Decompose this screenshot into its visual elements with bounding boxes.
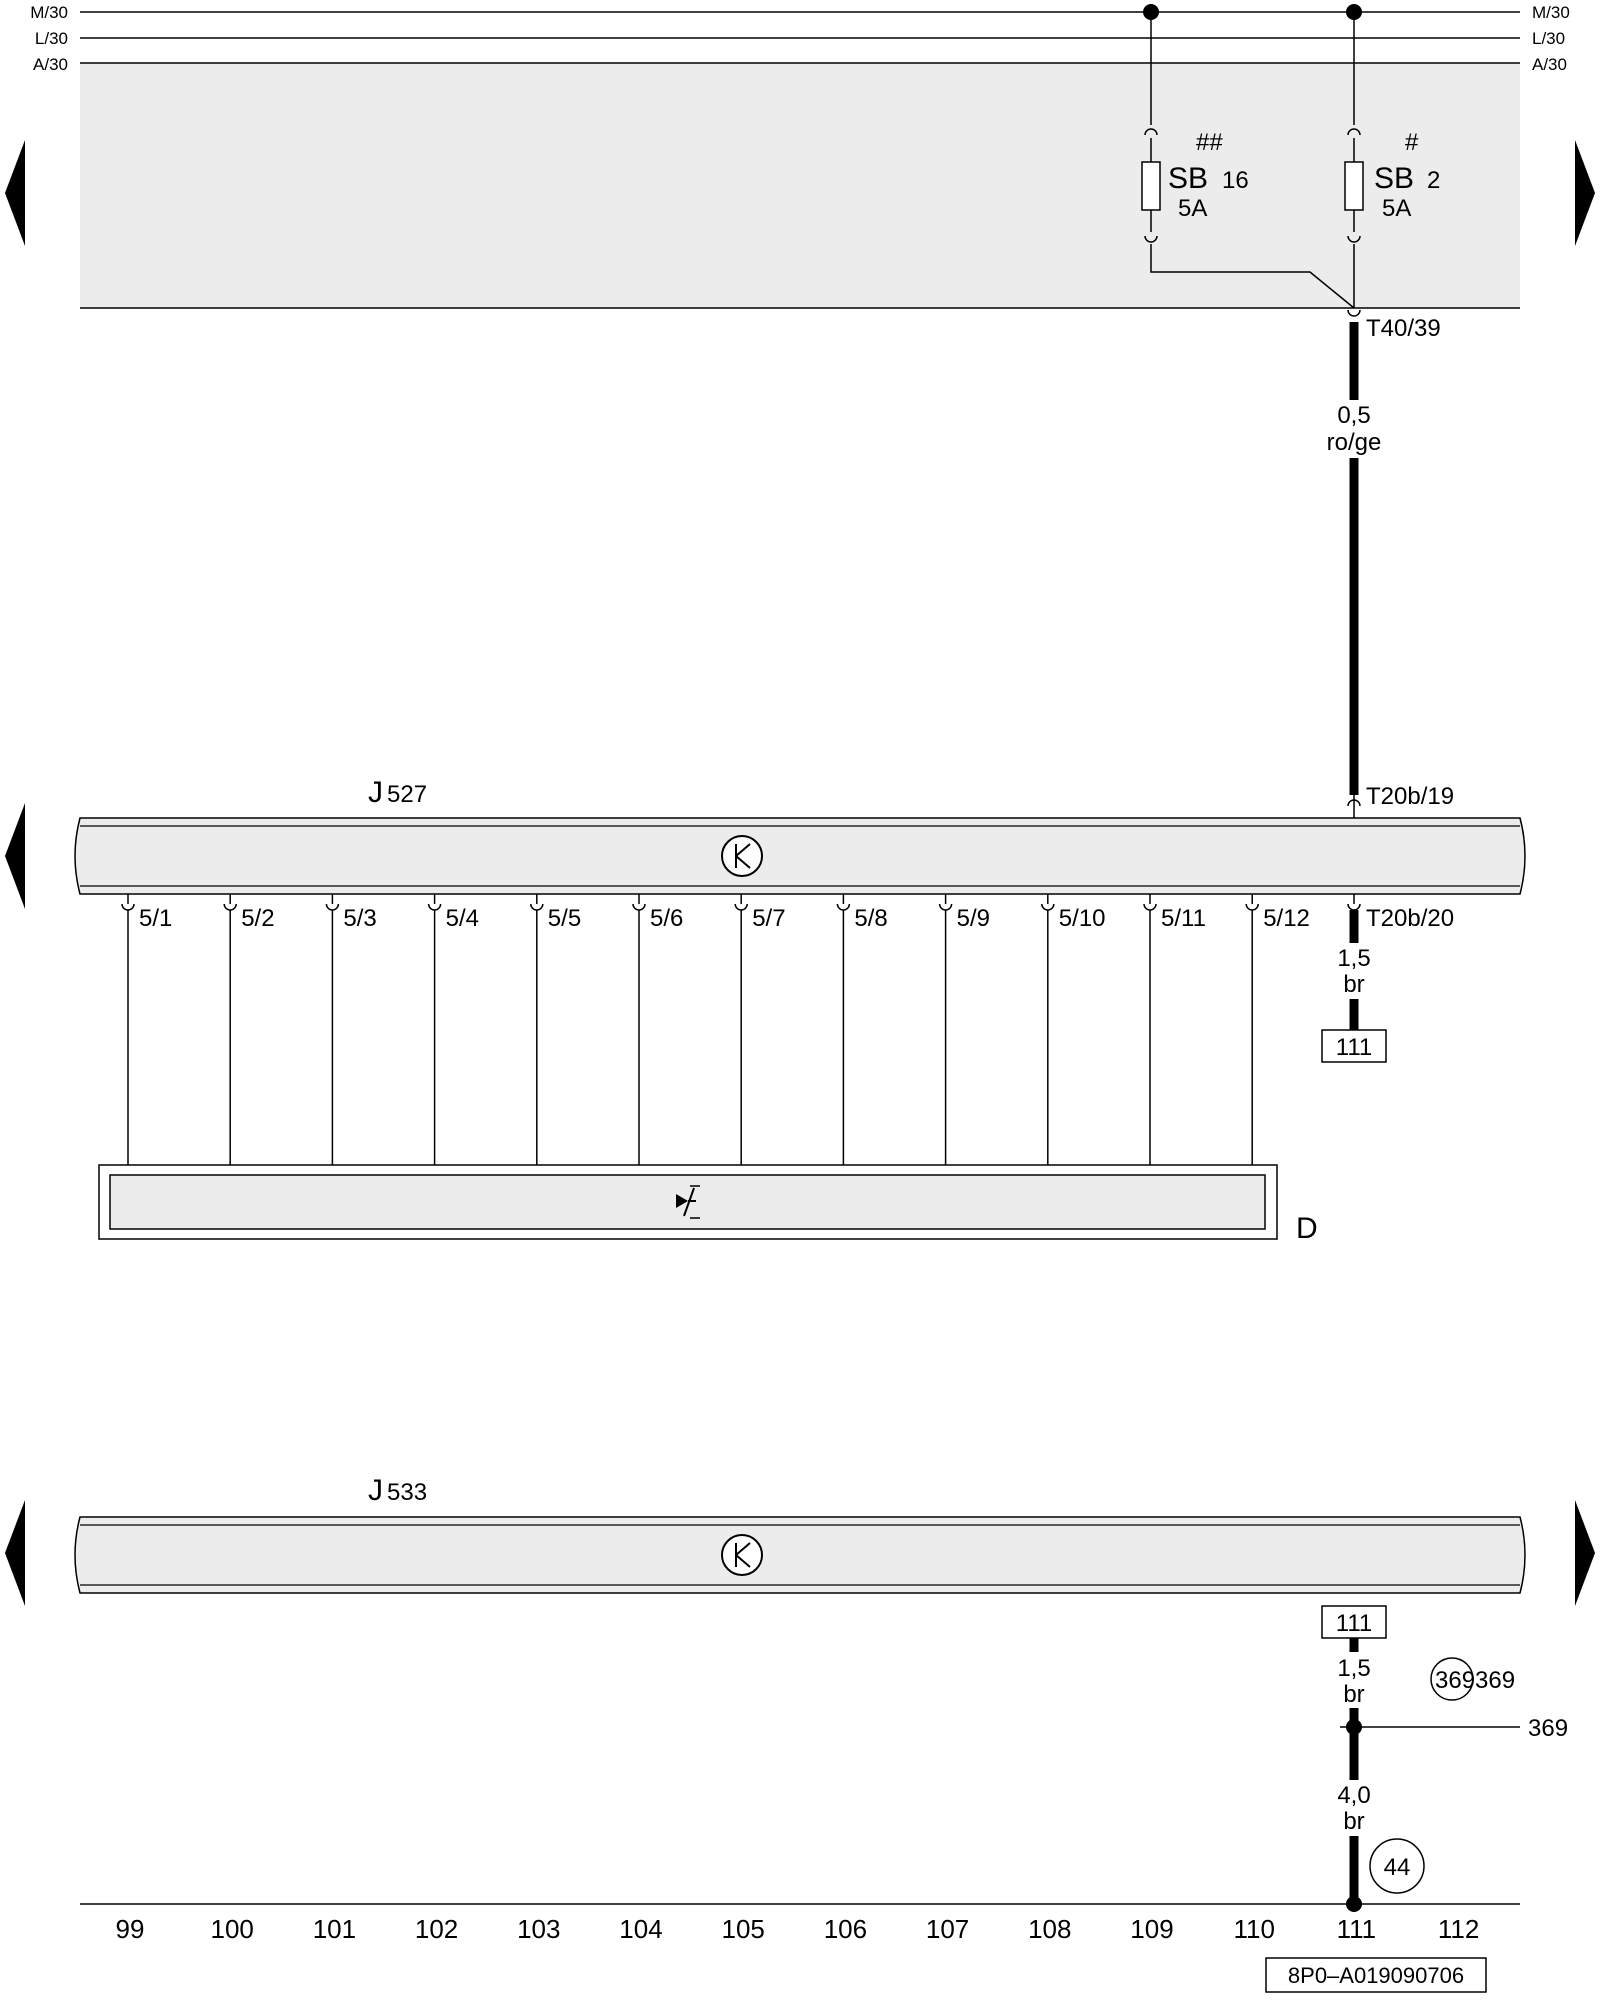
ref-label-369-line: 369 (1528, 1715, 1568, 1742)
ground-wire-lower-a-size: 1,5 (1337, 1655, 1370, 1682)
pin-label: 5/2 (241, 905, 274, 932)
connector-t40-39: T40/39 (1366, 315, 1441, 342)
supply-wire-size: 0,5 (1337, 402, 1370, 429)
rail-label-a30-right: A/30 (1532, 55, 1567, 74)
pin-label: 5/12 (1263, 905, 1310, 932)
connector-t20b-19: T20b/19 (1366, 783, 1454, 810)
nav-arrow-left-mid[interactable] (5, 803, 25, 909)
ref-box-111-lower (1321, 1605, 1387, 1639)
pin-5-11: 5/11 (1143, 894, 1206, 1175)
module-j533-letter: J (368, 1474, 383, 1507)
nav-arrow-right-bottom[interactable] (1575, 1500, 1595, 1606)
fuse-sb2-rating: 5A (1382, 195, 1411, 222)
power-rails: M/30 L/30 A/30 M/30 L/30 A/30 (30, 3, 1570, 74)
column-number: 112 (1438, 1914, 1479, 1944)
column-number: 103 (517, 1914, 560, 1944)
pin-5-12: 5/12 (1245, 894, 1310, 1175)
module-j527-letter: J (368, 776, 383, 809)
pin-5-2: 5/2 (223, 894, 275, 1175)
pin-5-8: 5/8 (836, 894, 888, 1175)
pin-5-5: 5/5 (530, 894, 581, 1175)
pin-label: 5/6 (650, 905, 683, 932)
j527-pins: 5/1 5/2 5/3 5/4 5/5 5/6 5/7 5/8 5/9 5/10 5/11 5/12 (121, 894, 1310, 1175)
supply-wire-color: ro/ge (1327, 429, 1382, 456)
ref-label-369-side: 369 (1475, 1667, 1515, 1694)
ref-circle-369-label: 369 (1435, 1667, 1475, 1694)
transistor-icon (721, 835, 763, 877)
pin-label: 5/11 (1161, 905, 1206, 932)
fuse-sb16-number: 16 (1222, 167, 1249, 194)
pin-5-9: 5/9 (938, 894, 990, 1175)
module-j533-number: 533 (387, 1479, 427, 1506)
column-number: 102 (415, 1914, 458, 1944)
column-number: 111 (1337, 1914, 1377, 1944)
fuse-sb16-rating: 5A (1178, 195, 1207, 222)
pin-label: 5/7 (752, 905, 785, 932)
column-numbers: 99 100 101 102 103 104 105 106 107 108 109 110 111 11… (116, 1914, 1480, 1944)
pin-label: 5/4 (446, 905, 479, 932)
pin-5-3: 5/3 (325, 894, 377, 1175)
column-number: 107 (926, 1914, 969, 1944)
component-d-label: D (1296, 1212, 1318, 1245)
pin-label: 5/8 (854, 905, 887, 932)
switch-icon (676, 1185, 700, 1219)
ground-wire-lower-b-color: br (1343, 1808, 1364, 1835)
nav-arrow-left-top[interactable] (5, 140, 25, 246)
pin-5-10: 5/10 (1041, 894, 1106, 1175)
pin-5-1: 5/1 (121, 894, 172, 1175)
rail-label-l30-left: L/30 (35, 29, 68, 48)
component-d: D (98, 1164, 1318, 1245)
column-number: 109 (1130, 1914, 1173, 1944)
column-number: 101 (313, 1914, 356, 1944)
rail-label-m30-right: M/30 (1532, 3, 1570, 22)
column-number: 105 (722, 1914, 765, 1944)
rail-label-m30-left: M/30 (30, 3, 68, 22)
column-number: 108 (1028, 1914, 1071, 1944)
fuse-sb16: ## SB 16 5A (1141, 4, 1355, 309)
ground-wire-upper-size: 1,5 (1337, 945, 1370, 972)
column-number: 106 (824, 1914, 867, 1944)
fuse-sb2-number: 2 (1427, 167, 1440, 194)
ref-circle-369 (1430, 1657, 1474, 1701)
fuse-sb16-mark: ## (1196, 129, 1223, 156)
pin-5-6: 5/6 (632, 894, 683, 1175)
pin-label: 5/10 (1059, 905, 1106, 932)
rail-label-a30-left: A/30 (33, 55, 68, 74)
rail-label-l30-right: L/30 (1532, 29, 1565, 48)
fuse-sb2: # SB 2 5A (1344, 4, 1440, 308)
pin-label: 5/5 (548, 905, 581, 932)
pin-label: 5/1 (139, 905, 172, 932)
ref-box-111-lower-label: 111 (1336, 1610, 1372, 1637)
pin-5-4: 5/4 (427, 894, 479, 1175)
ref-circle-44-label: 44 (1384, 1854, 1411, 1881)
fuse-panel (80, 63, 1520, 308)
column-number: 99 (116, 1914, 145, 1944)
transistor-icon (721, 1534, 763, 1576)
column-number: 100 (211, 1914, 254, 1944)
connector-t20b-20: T20b/20 (1366, 905, 1454, 932)
ground-wire-upper-color: br (1343, 971, 1364, 998)
module-j527: J 527 (74, 776, 1526, 895)
module-j527-number: 527 (387, 781, 427, 808)
footer-code: 8P0–A019090706 (1288, 1963, 1464, 1988)
column-number: 110 (1233, 1914, 1274, 1944)
column-number: 104 (619, 1914, 662, 1944)
pin-label: 5/9 (957, 905, 990, 932)
pin-5-7: 5/7 (734, 894, 786, 1175)
ground-wire-lower-a-color: br (1343, 1681, 1364, 1708)
pin-label: 5/3 (343, 905, 376, 932)
fuse-sb16-name: SB (1168, 162, 1208, 195)
fuse-sb2-mark: # (1405, 129, 1419, 156)
nav-arrow-right-top[interactable] (1575, 140, 1595, 246)
ref-box-111-upper (1321, 1029, 1387, 1063)
ground-wire-lower-b-size: 4,0 (1337, 1782, 1370, 1809)
nav-arrow-left-bottom[interactable] (5, 1500, 25, 1606)
module-j533: J 533 (74, 1474, 1526, 1594)
ref-box-111-upper-label: 111 (1336, 1034, 1372, 1061)
ref-circle-44 (1369, 1838, 1425, 1894)
footer-code-box (1265, 1957, 1487, 1993)
fuse-sb2-name: SB (1374, 162, 1414, 195)
